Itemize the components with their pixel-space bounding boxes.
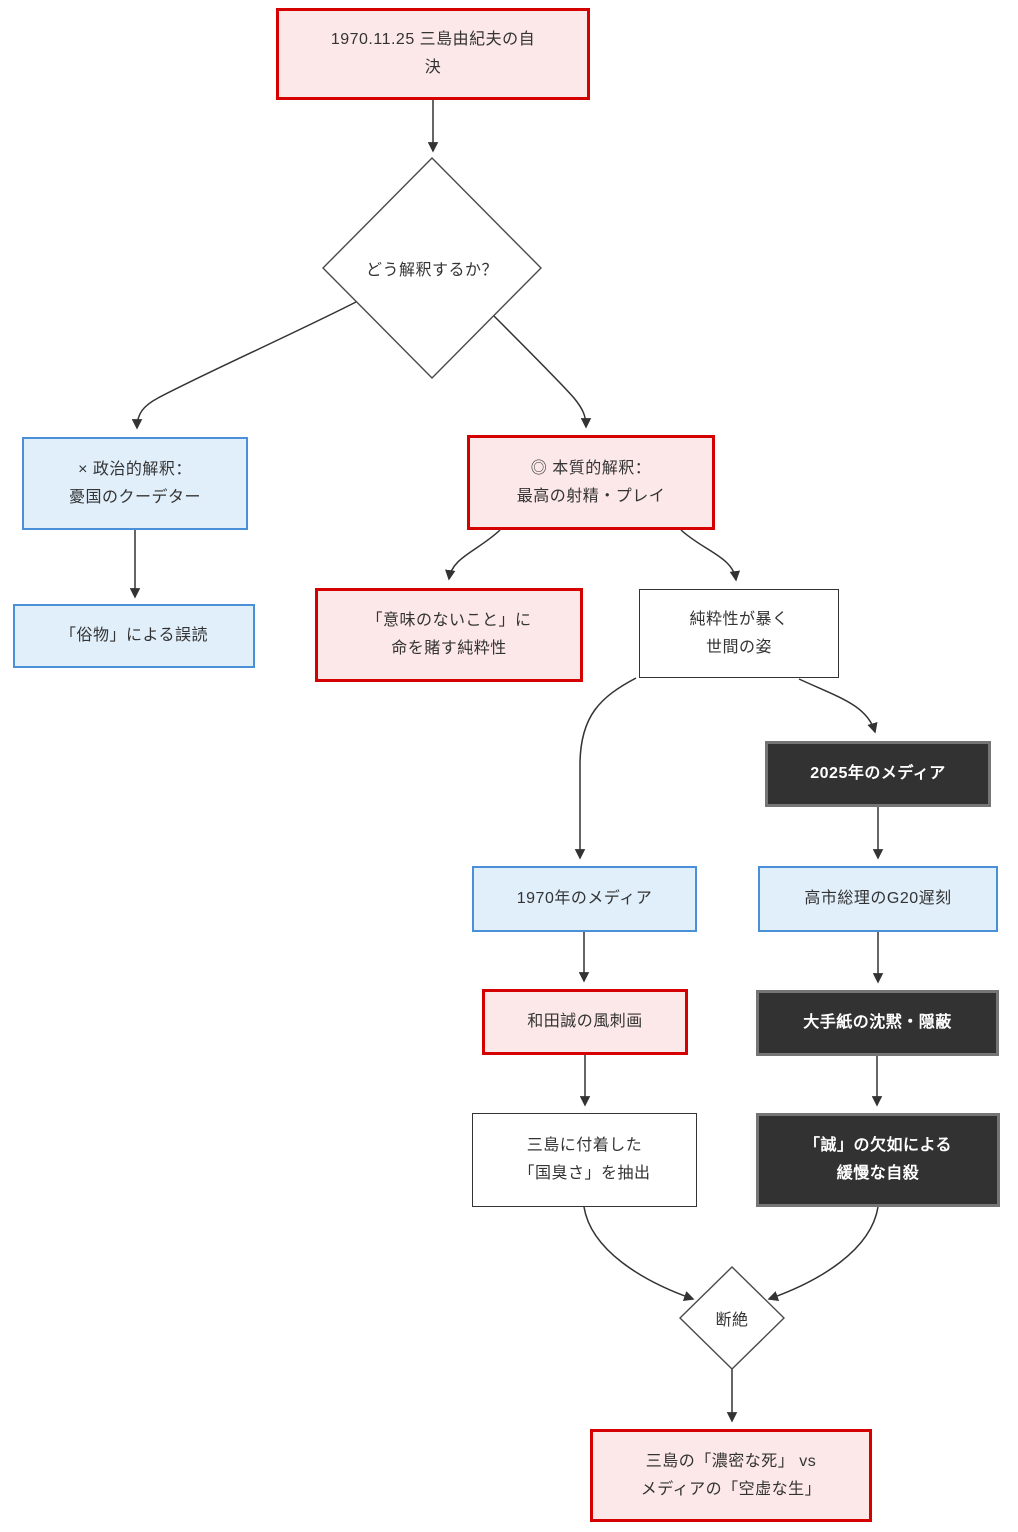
node-purity-line1: 「意味のないこと」に bbox=[366, 612, 532, 630]
node-purity: 「意味のないこと」に 命を賭す純粋性 bbox=[315, 588, 583, 682]
node-essential-line2: 最高の射精・プレイ bbox=[516, 487, 666, 505]
node-slow-suicide: 「誠」の欠如による 緩慢な自殺 bbox=[756, 1113, 1000, 1207]
decision-interpret-label: どう解釈するか？ bbox=[365, 262, 499, 279]
edge-expose-media1970 bbox=[574, 677, 637, 860]
edge-interpret-essential bbox=[493, 315, 592, 429]
node-kunikusa-line1: 三島に付着した bbox=[526, 1137, 643, 1155]
node-conclusion-line2: メディアの「空虚な生」 bbox=[640, 1480, 822, 1498]
node-media1970-line1: 1970年のメディア bbox=[516, 890, 653, 908]
node-purity-line2: 命を賭す純粋性 bbox=[391, 640, 507, 657]
decision-rupture-label: 断絶 bbox=[715, 1312, 749, 1329]
node-political-line2: 憂国のクーデター bbox=[68, 488, 201, 506]
node-silence: 大手紙の沈黙・隠蔽 bbox=[756, 990, 999, 1056]
node-silence-line1: 大手紙の沈黙・隠蔽 bbox=[803, 1014, 952, 1032]
node-takaichi-line1: 高市総理のG20遅刻 bbox=[804, 890, 952, 908]
decision-rupture-shape bbox=[679, 1266, 785, 1370]
node-takaichi: 高市総理のG20遅刻 bbox=[758, 866, 998, 932]
decision-interpret-shape bbox=[322, 157, 542, 379]
node-misread: 「俗物」による誤読 bbox=[13, 604, 255, 668]
node-start-line1: 1970.11.25 三島由紀夫の自 bbox=[330, 31, 536, 49]
node-media2025: 2025年のメディア bbox=[765, 741, 991, 807]
node-media2025-line1: 2025年のメディア bbox=[810, 765, 946, 783]
edge-essential-purity bbox=[445, 529, 501, 581]
node-kunikusa-line2: 「国臭さ」を抽出 bbox=[518, 1165, 651, 1182]
node-slow-suicide-line1: 「誠」の欠如による bbox=[803, 1137, 953, 1155]
node-wada-line1: 和田誠の風刺画 bbox=[527, 1013, 643, 1031]
edge-essential-expose bbox=[680, 529, 741, 582]
node-wada: 和田誠の風刺画 bbox=[482, 989, 688, 1055]
node-conclusion-line1: 三島の「濃密な死」 vs bbox=[645, 1452, 817, 1470]
node-kunikusa: 三島に付着した 「国臭さ」を抽出 bbox=[472, 1113, 697, 1207]
node-essential: ◎ 本質的解釈： 最高の射精・プレイ bbox=[467, 435, 715, 530]
edge-kunikusa-rupture bbox=[583, 1206, 695, 1301]
node-expose-line1: 純粋性が暴く bbox=[689, 610, 789, 628]
node-media1970: 1970年のメディア bbox=[472, 866, 697, 932]
node-expose: 純粋性が暴く 世間の姿 bbox=[639, 589, 839, 678]
node-political: × 政治的解釈： 憂国のクーデター bbox=[22, 437, 248, 530]
edge-expose-media2025 bbox=[798, 678, 878, 734]
node-essential-line1: ◎ 本質的解釈： bbox=[530, 459, 652, 477]
node-conclusion: 三島の「濃密な死」 vs メディアの「空虚な生」 bbox=[590, 1429, 872, 1522]
node-expose-line2: 世間の姿 bbox=[705, 638, 772, 656]
node-political-line1: × 政治的解釈： bbox=[78, 460, 192, 478]
node-start: 1970.11.25 三島由紀夫の自 決 bbox=[276, 8, 590, 100]
edge-interpret-political bbox=[131, 301, 357, 430]
node-slow-suicide-line2: 緩慢な自殺 bbox=[836, 1165, 920, 1182]
edge-slowsuicide-rupture bbox=[767, 1206, 879, 1301]
node-start-line2: 決 bbox=[424, 59, 442, 76]
node-misread-line1: 「俗物」による誤読 bbox=[59, 627, 209, 645]
